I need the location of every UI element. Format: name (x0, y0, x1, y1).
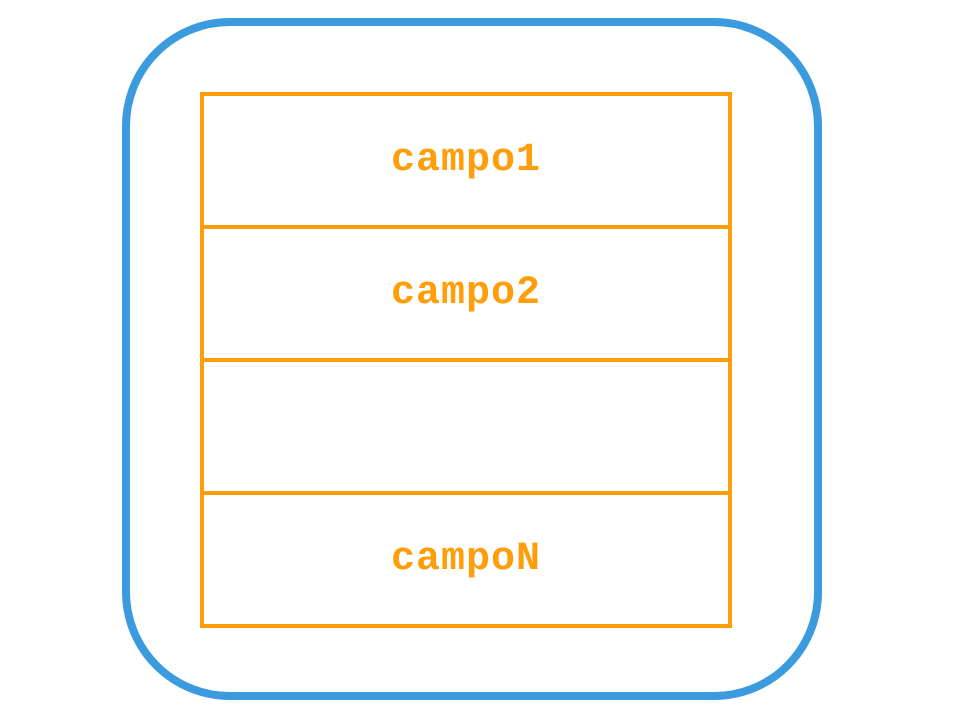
field-cell-n: campoN (204, 491, 728, 624)
field-stack: campo1 campo2 campoN (200, 92, 732, 628)
field-cell-2: campo2 (204, 225, 728, 358)
record-container (122, 18, 822, 700)
field-cell-ellipsis (204, 358, 728, 491)
field-cell-1: campo1 (390, 138, 542, 183)
